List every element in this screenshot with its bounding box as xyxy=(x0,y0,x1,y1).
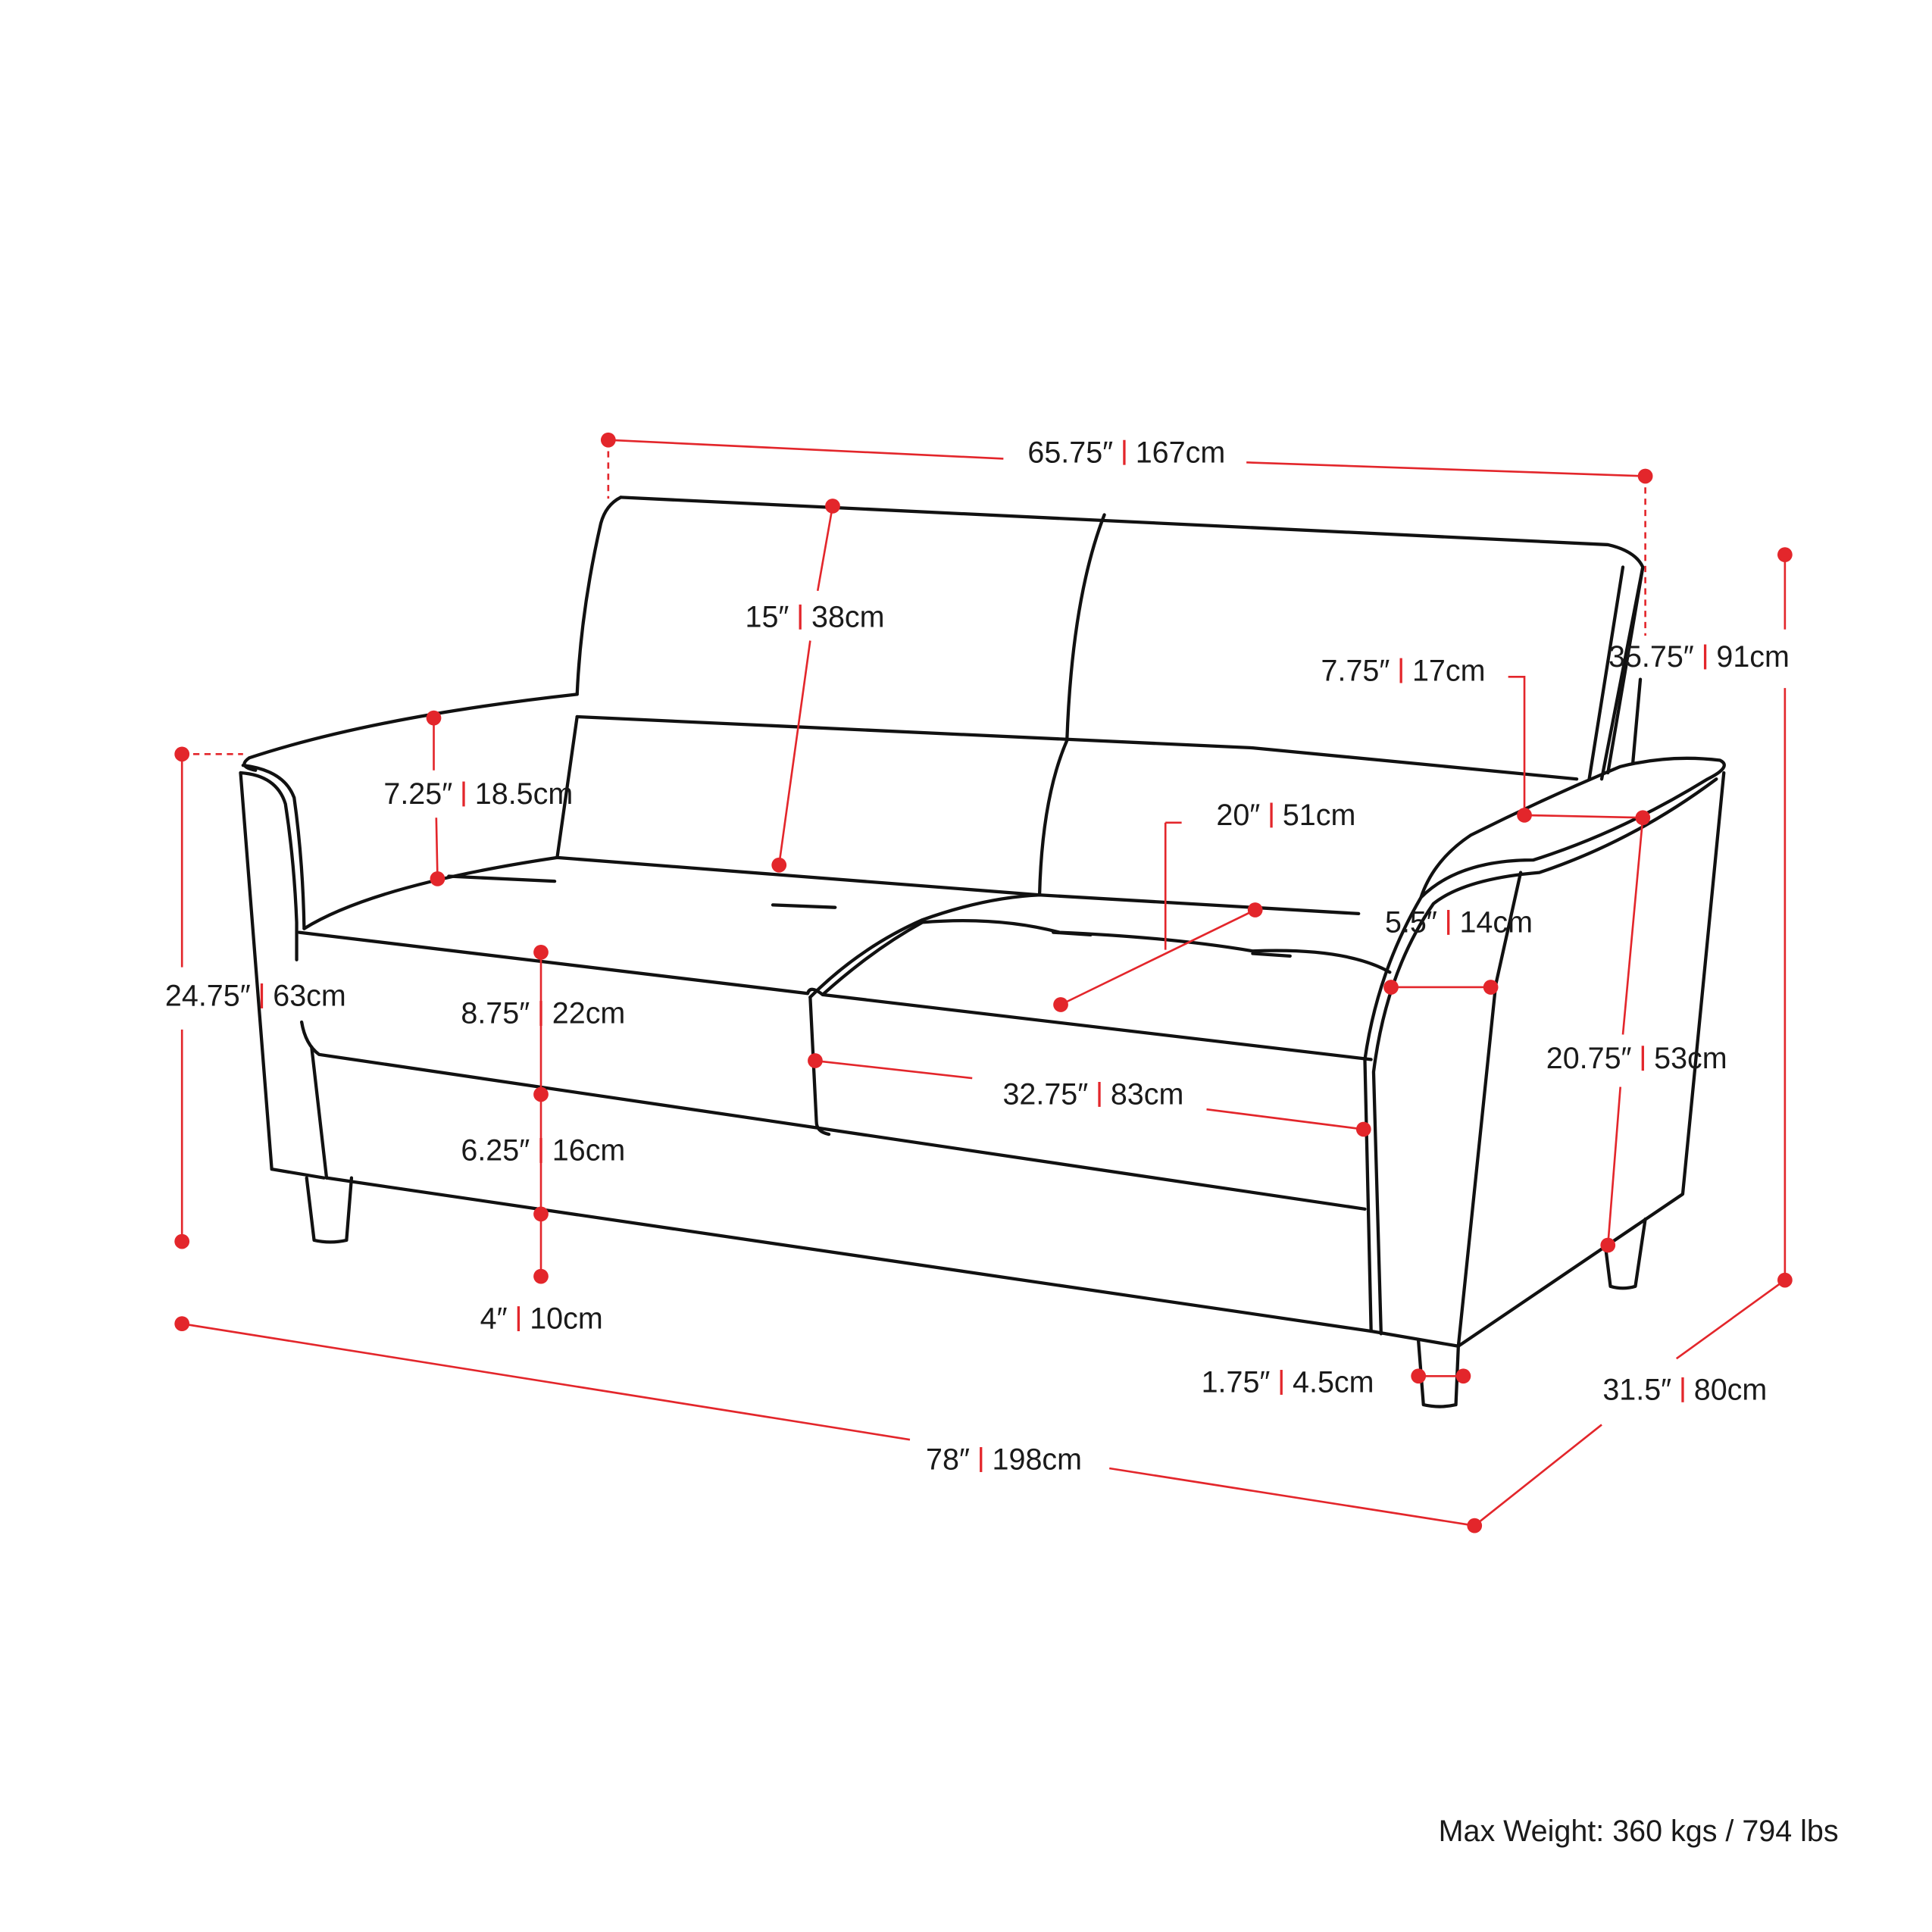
inch-value: 4″ xyxy=(480,1302,508,1336)
inch-value: 6.25″ xyxy=(461,1134,530,1168)
measurement-dot xyxy=(533,945,549,960)
measurement-dot xyxy=(771,857,787,873)
measurement-dot xyxy=(1777,1272,1793,1288)
inch-value: 1.75″ xyxy=(1202,1366,1271,1399)
cm-value: 10cm xyxy=(530,1302,603,1336)
measurement-dot xyxy=(533,1206,549,1222)
dimension-arm-front-height: 20.75″ 53cm xyxy=(1546,1042,1727,1075)
cm-value: 83cm xyxy=(1111,1078,1184,1111)
measurement-dot xyxy=(174,746,190,762)
measurement-dot xyxy=(1455,1368,1471,1384)
cm-value: 18.5cm xyxy=(475,777,573,811)
dimension-lines xyxy=(180,439,1787,1527)
dimension-arm-height: 24.75″ 63cm xyxy=(165,980,346,1013)
measurement-dot xyxy=(533,1268,549,1284)
measurement-dot xyxy=(1053,997,1068,1012)
cm-value: 38cm xyxy=(811,601,885,634)
measurement-dot xyxy=(1247,902,1263,918)
dimension-seat-width: 32.75″ 83cm xyxy=(1002,1078,1183,1111)
cm-value: 80cm xyxy=(1694,1374,1768,1407)
measurement-dot xyxy=(1600,1237,1616,1253)
inch-value: 65.75″ xyxy=(1027,436,1113,469)
cm-value: 22cm xyxy=(552,997,626,1030)
cm-value: 63cm xyxy=(273,980,346,1013)
measurement-dot xyxy=(808,1053,823,1068)
dimension-overall-width: 78″ 198cm xyxy=(926,1443,1082,1477)
dimension-labels: 65.75″ 167cm 15″ 38cm 7.25″ 18.5cm 35.75″ 91cm 7… xyxy=(165,436,1790,1476)
inch-value: 15″ xyxy=(746,601,789,634)
dimension-back-cushion-height: 15″ 38cm xyxy=(746,601,885,634)
measurement-dot xyxy=(1467,1518,1483,1533)
measurement-points xyxy=(174,432,1793,1533)
measurement-dot xyxy=(426,710,442,726)
measurement-dot xyxy=(1483,980,1499,995)
dimension-back-width: 65.75″ 167cm xyxy=(1027,436,1225,469)
inch-value: 8.75″ xyxy=(461,997,530,1030)
inch-value: 5.5″ xyxy=(1385,906,1437,939)
inch-value: 20.75″ xyxy=(1546,1042,1632,1075)
cm-value: 4.5cm xyxy=(1293,1366,1374,1399)
inch-value: 7.25″ xyxy=(383,777,452,811)
dimension-total-height: 35.75″ 91cm xyxy=(1608,640,1790,674)
measurement-dot xyxy=(174,1316,190,1332)
measurement-dot xyxy=(430,871,445,886)
measurement-dot xyxy=(1411,1368,1427,1384)
measurement-dot xyxy=(174,1233,190,1249)
inch-value: 7.75″ xyxy=(1321,654,1390,687)
cm-value: 167cm xyxy=(1136,436,1225,469)
measurement-dot xyxy=(600,432,616,448)
inch-value: 24.75″ xyxy=(165,980,251,1013)
inch-value: 32.75″ xyxy=(1002,1078,1088,1111)
cm-value: 53cm xyxy=(1654,1042,1727,1075)
cm-value: 198cm xyxy=(993,1443,1082,1477)
measurement-dot xyxy=(533,1086,549,1102)
measurement-dot xyxy=(1355,1121,1371,1137)
inch-value: 31.5″ xyxy=(1602,1374,1671,1407)
cm-value: 16cm xyxy=(552,1134,626,1168)
cm-value: 91cm xyxy=(1716,640,1790,674)
dimension-overall-depth: 31.5″ 80cm xyxy=(1602,1374,1767,1407)
cm-value: 17cm xyxy=(1412,654,1486,687)
dimension-arm-above-seat: 7.25″ 18.5cm xyxy=(383,777,573,811)
measurement-dot xyxy=(1637,468,1653,484)
dimension-base-height: 6.25″ 16cm xyxy=(461,1134,625,1168)
dimension-cushion-height: 8.75″ 22cm xyxy=(461,997,625,1030)
measurement-dot xyxy=(1777,547,1793,562)
measurement-dot xyxy=(1383,980,1399,995)
measurement-dot xyxy=(1517,808,1532,823)
measurement-dot xyxy=(1635,810,1651,826)
sofa-outline xyxy=(239,496,1726,1408)
dimension-leg-width: 1.75″ 4.5cm xyxy=(1202,1366,1374,1399)
dimension-seat-depth: 20″ 51cm xyxy=(1216,799,1355,832)
inch-value: 35.75″ xyxy=(1608,640,1694,674)
max-weight-note: Max Weight: 360 kgs / 794 lbs xyxy=(1439,1815,1839,1848)
dimension-leg-height: 4″ 10cm xyxy=(480,1302,603,1336)
measurement-dot xyxy=(825,499,840,514)
dimension-arm-inner-width: 5.5″ 14cm xyxy=(1385,906,1533,939)
cm-value: 14cm xyxy=(1459,906,1533,939)
dimension-arm-width: 7.75″ 17cm xyxy=(1321,654,1486,687)
inch-value: 20″ xyxy=(1216,799,1260,832)
cm-value: 51cm xyxy=(1283,799,1356,832)
inch-value: 78″ xyxy=(926,1443,970,1477)
